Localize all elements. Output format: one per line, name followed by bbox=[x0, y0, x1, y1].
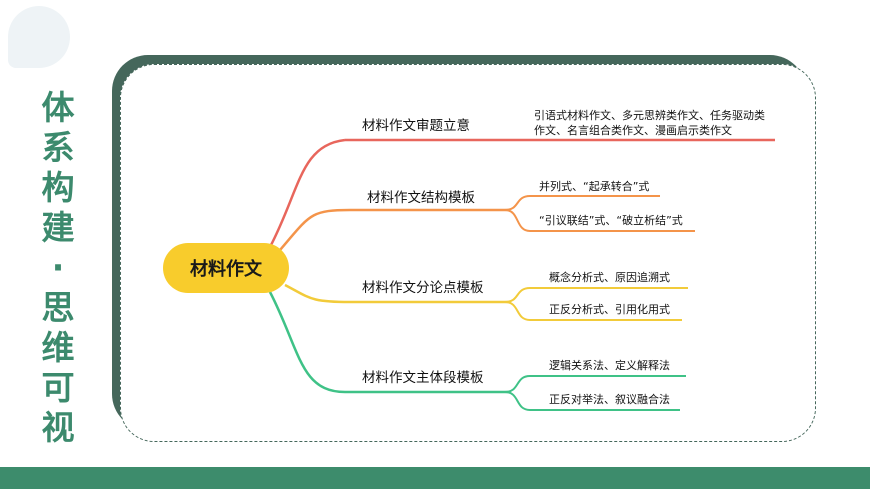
branch-label-2: 材料作文结构模板 bbox=[367, 190, 475, 206]
branch-label-1: 材料作文审题立意 bbox=[362, 118, 470, 134]
leaf-4a: 逻辑关系法、定义解释法 bbox=[549, 359, 670, 372]
connector-leaf-4b bbox=[504, 391, 531, 411]
connector-branch-4 bbox=[268, 291, 346, 394]
bottom-bar bbox=[0, 467, 870, 489]
connector-branch-3 bbox=[284, 283, 351, 304]
root-node: 材料作文 bbox=[163, 243, 289, 293]
side-title-char: 构 bbox=[41, 168, 75, 207]
leaf-1a: 引语式材料作文、多元思辨类作文、任务驱动类作文、名言组合类作文、漫画启示类作文 bbox=[534, 109, 765, 137]
connector-leaf-3b bbox=[504, 301, 531, 321]
leaf-4b: 正反对举法、叙议融合法 bbox=[549, 393, 670, 406]
side-title-char: 可 bbox=[41, 368, 75, 407]
connector-leaf-4a bbox=[504, 375, 531, 393]
side-title-char: 体 bbox=[41, 88, 75, 127]
leaf-3a: 概念分析式、原因追溯式 bbox=[549, 271, 670, 284]
leaf-2b: “引议联结”式、“破立析结”式 bbox=[539, 214, 683, 227]
side-title: 体 系 构 建 · 思 维 可 视 bbox=[36, 88, 80, 448]
side-title-char: 思 bbox=[41, 288, 75, 327]
side-title-char: · bbox=[51, 248, 65, 287]
connector-branch-1 bbox=[268, 138, 346, 248]
side-title-char: 维 bbox=[41, 328, 75, 367]
decorative-circle bbox=[8, 6, 70, 68]
leaf-3b: 正反分析式、引用化用式 bbox=[549, 303, 670, 316]
branch-label-4: 材料作文主体段模板 bbox=[362, 370, 484, 386]
side-title-char: 建 bbox=[41, 208, 75, 247]
connector-branch-2 bbox=[279, 208, 351, 251]
side-title-char: 视 bbox=[41, 408, 75, 447]
connector-leaf-3a bbox=[504, 287, 531, 303]
connector-leaf-2b bbox=[504, 209, 531, 232]
leaf-2a: 并列式、“起承转合”式 bbox=[539, 180, 650, 193]
connector-leaf-2a bbox=[504, 195, 531, 211]
side-title-char: 系 bbox=[41, 128, 75, 167]
branch-label-3: 材料作文分论点模板 bbox=[362, 280, 484, 296]
